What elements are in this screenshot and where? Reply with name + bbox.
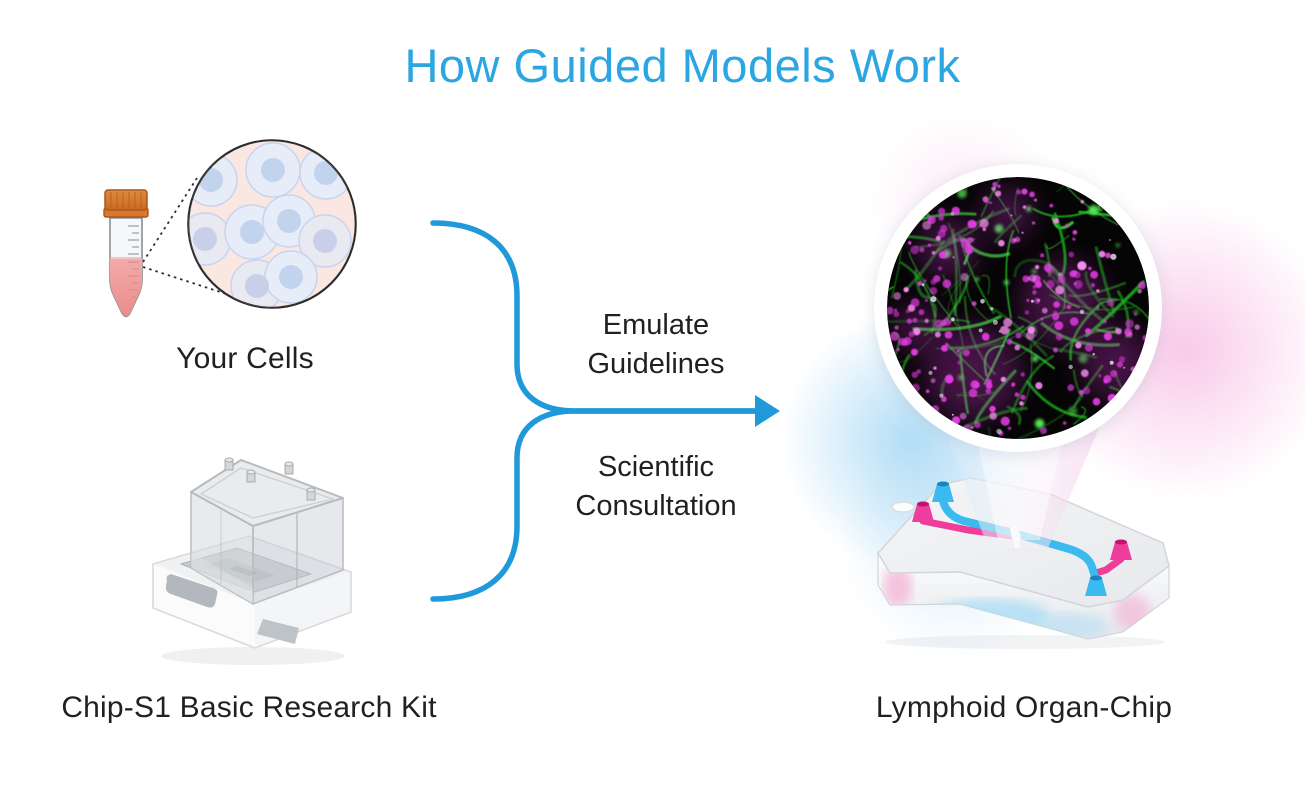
scientific-consultation-line2: Consultation [575, 490, 737, 522]
lymphoid-organ-chip-label: Lymphoid Organ-Chip [875, 691, 1173, 724]
lymphoid-organ-chip-icon [877, 477, 1170, 649]
chip-s1-research-kit-icon [152, 457, 352, 665]
scientific-consultation-label: Scientific Consultation [511, 448, 801, 526]
conical-tube-with-cells-icon [103, 139, 357, 318]
fluorescence-micrograph-icon [887, 177, 1149, 439]
emulate-guidelines-label: Emulate Guidelines [526, 306, 786, 384]
emulate-guidelines-line1: Emulate [602, 309, 710, 341]
chip-inlet-well [891, 501, 915, 513]
your-cells-label: Your Cells [176, 342, 314, 375]
tank-port-nubs [224, 457, 316, 501]
emulate-guidelines-line2: Guidelines [587, 348, 725, 380]
page-title: How Guided Models Work [404, 39, 961, 92]
kit-label: Chip-S1 Basic Research Kit [61, 691, 437, 724]
chip-pink-channel-right [1092, 555, 1125, 577]
conical-tube-icon [103, 189, 149, 318]
scientific-consultation-line1: Scientific [597, 451, 715, 483]
